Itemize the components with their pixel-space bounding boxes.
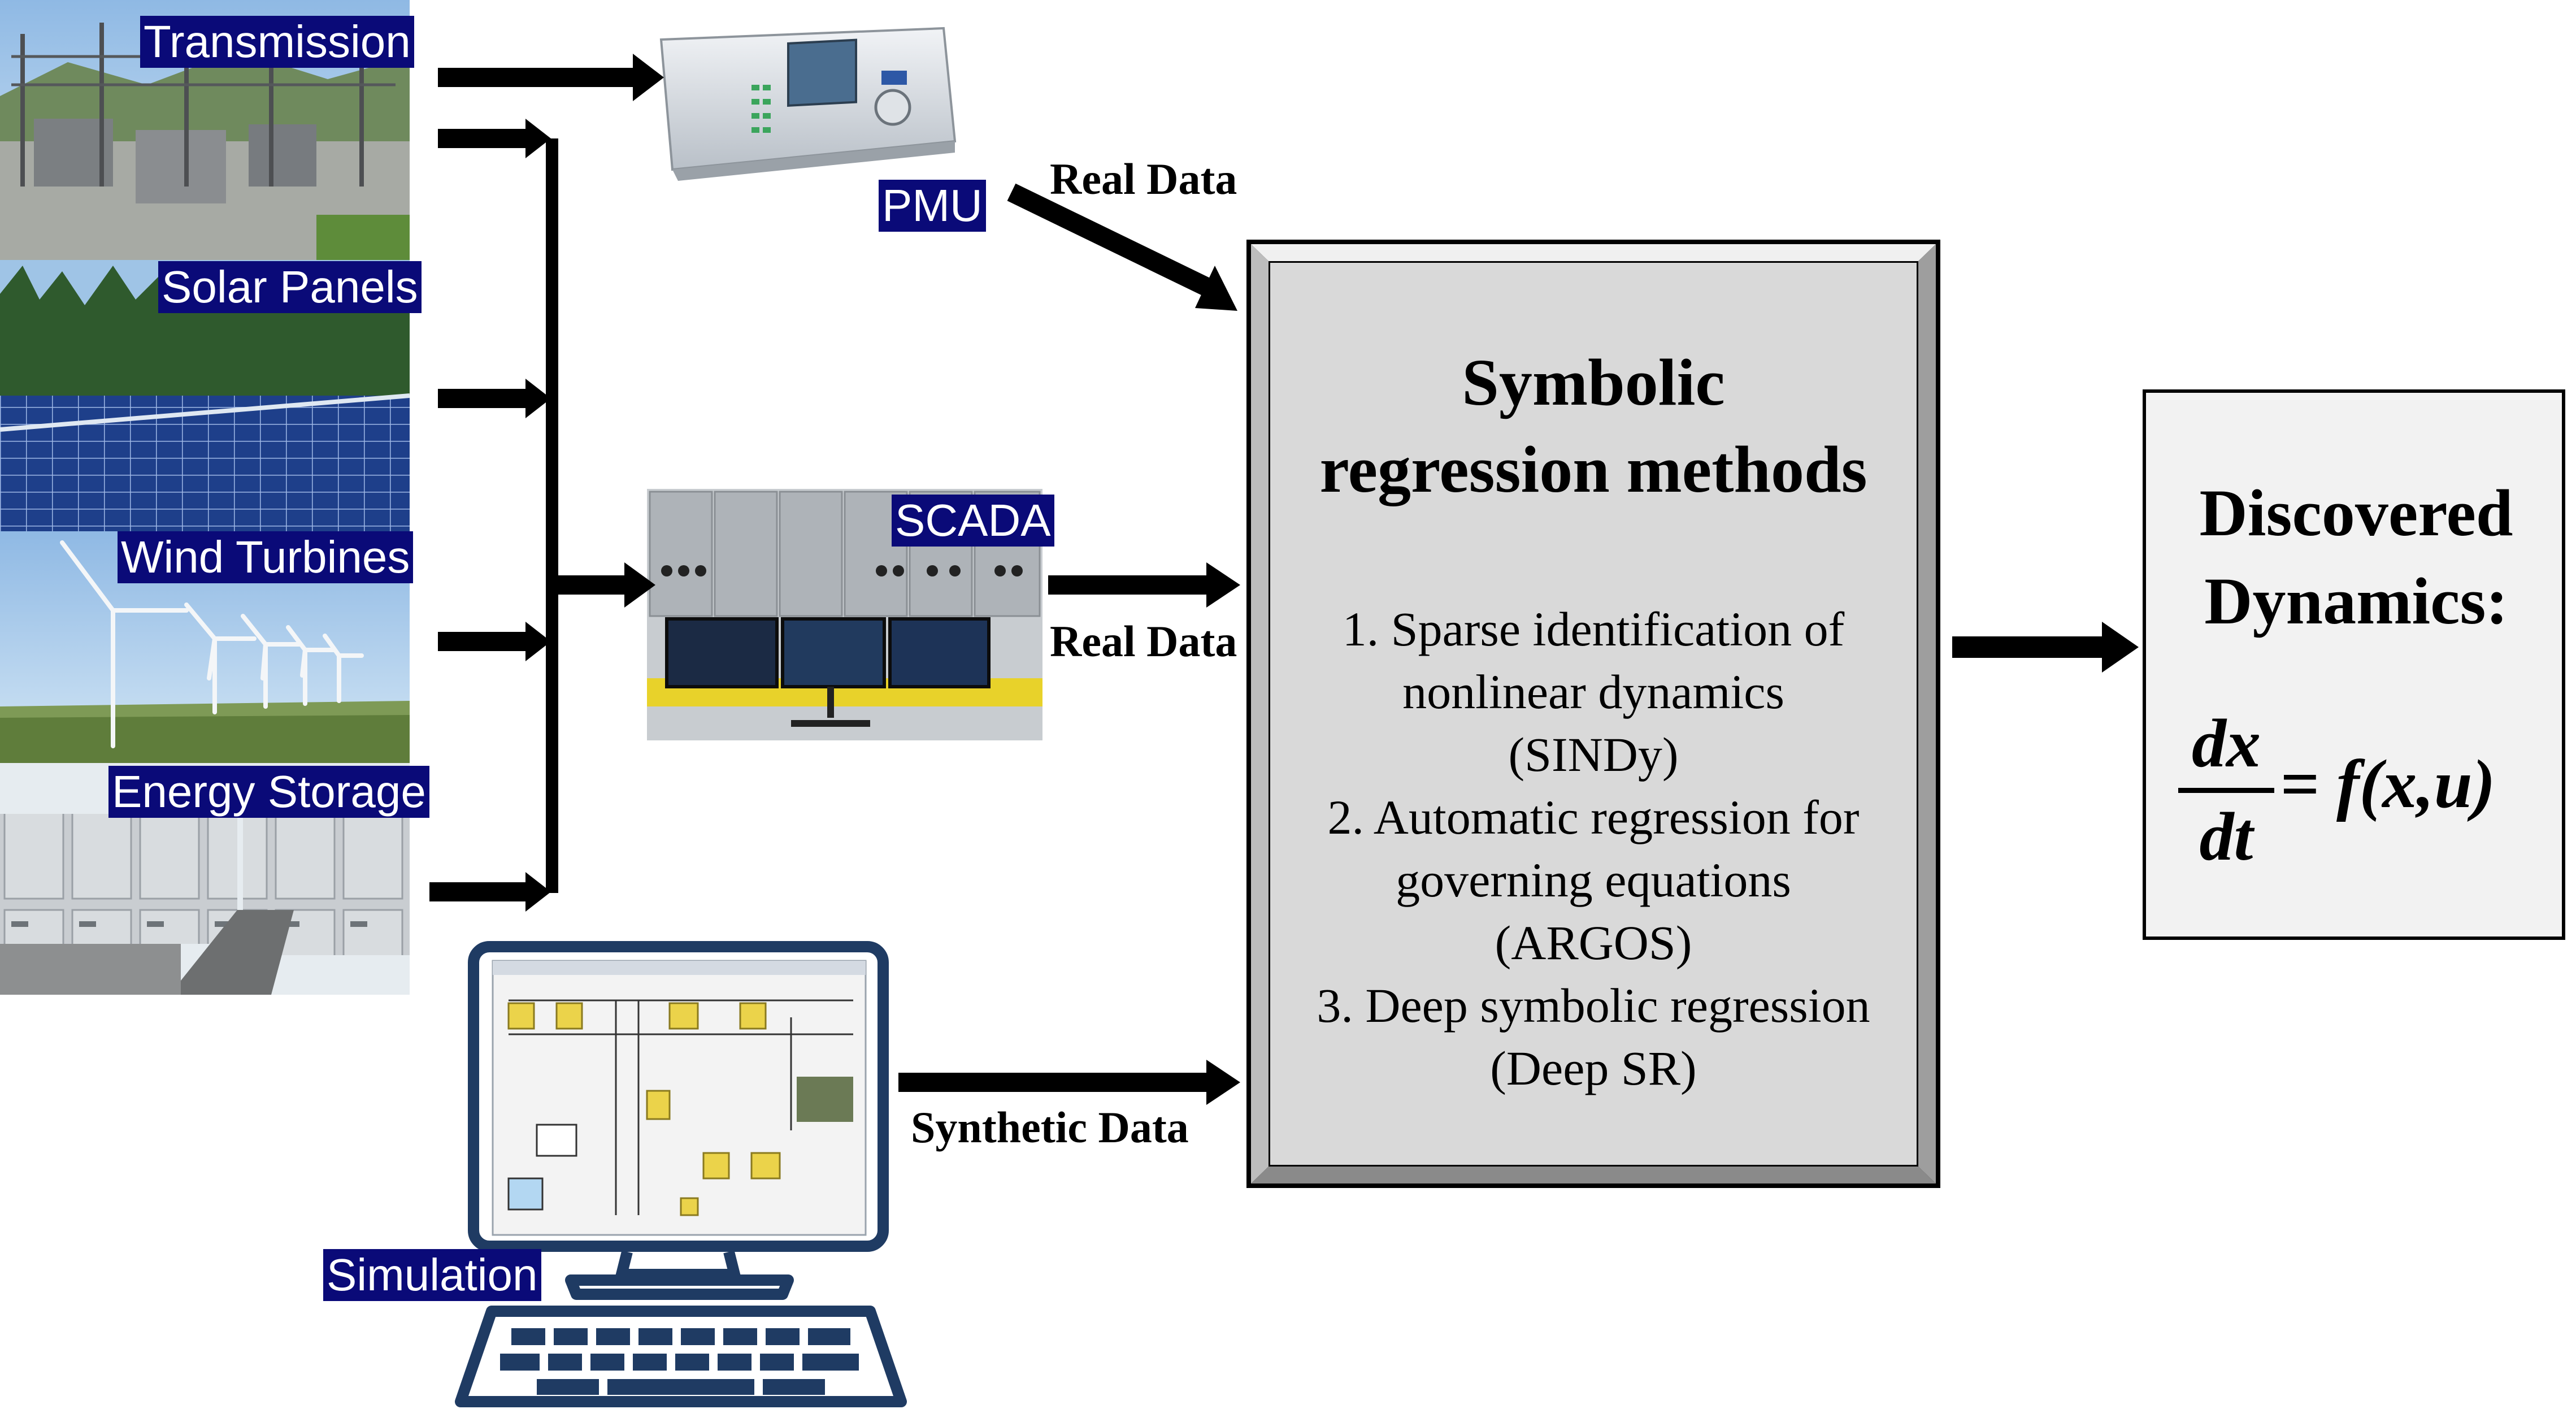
- data-flow-arrows: [898, 183, 2139, 1105]
- dynamics-equation: dx dt = f(x,u): [2173, 706, 2557, 876]
- method-line: nonlinear dynamics: [1402, 665, 1784, 719]
- pmu-device-icon: [659, 27, 957, 181]
- simulation-label: Simulation: [323, 1249, 541, 1301]
- methods-list: 1. Sparse identification of nonlinear dy…: [1266, 598, 1921, 1100]
- methods-title: Symbolic regression methods: [1319, 345, 1867, 506]
- energy-storage-label: Energy Storage: [108, 766, 429, 818]
- desktop-computer-icon: [455, 941, 907, 1407]
- solar-panels-label: Solar Panels: [158, 261, 422, 313]
- method-line: 3. Deep symbolic regression: [1317, 978, 1870, 1033]
- method-line: (ARGOS): [1495, 916, 1692, 970]
- output-box: Discovered Dynamics: dx dt = f(x,u): [2147, 396, 2565, 874]
- output-box-frame: [2143, 389, 2565, 940]
- equation-rhs: = f(x,u): [2280, 746, 2496, 822]
- fraction-bar: [2178, 788, 2274, 793]
- method-line: (Deep SR): [1490, 1041, 1697, 1095]
- equation-numerator: dx: [2192, 705, 2261, 782]
- equation-fraction: dx dt: [2173, 706, 2280, 874]
- equation-denominator: dt: [2199, 799, 2253, 875]
- method-line: 1. Sparse identification of: [1342, 602, 1845, 656]
- output-title: Discovered Dynamics:: [2199, 476, 2513, 638]
- wind-turbines-label: Wind Turbines: [118, 531, 414, 583]
- scada-control-room-photo: [647, 489, 1042, 740]
- scada-label: SCADA: [892, 495, 1054, 547]
- methods-box-frame: [1246, 240, 1940, 1188]
- methods-box: Symbolic regression methods 1. Sparse id…: [1266, 266, 1921, 1159]
- method-line: 2. Automatic regression for: [1327, 790, 1860, 844]
- scada-real-data-label: Real Data: [1050, 617, 1237, 666]
- pmu-label: PMU: [879, 180, 986, 232]
- transmission-label: Transmission: [140, 16, 414, 68]
- method-line: (SINDy): [1508, 727, 1679, 782]
- method-line: governing equations: [1396, 853, 1791, 907]
- pmu-real-data-label: Real Data: [1050, 154, 1237, 203]
- source-arrows: [429, 54, 664, 912]
- synthetic-data-label: Synthetic Data: [911, 1103, 1189, 1152]
